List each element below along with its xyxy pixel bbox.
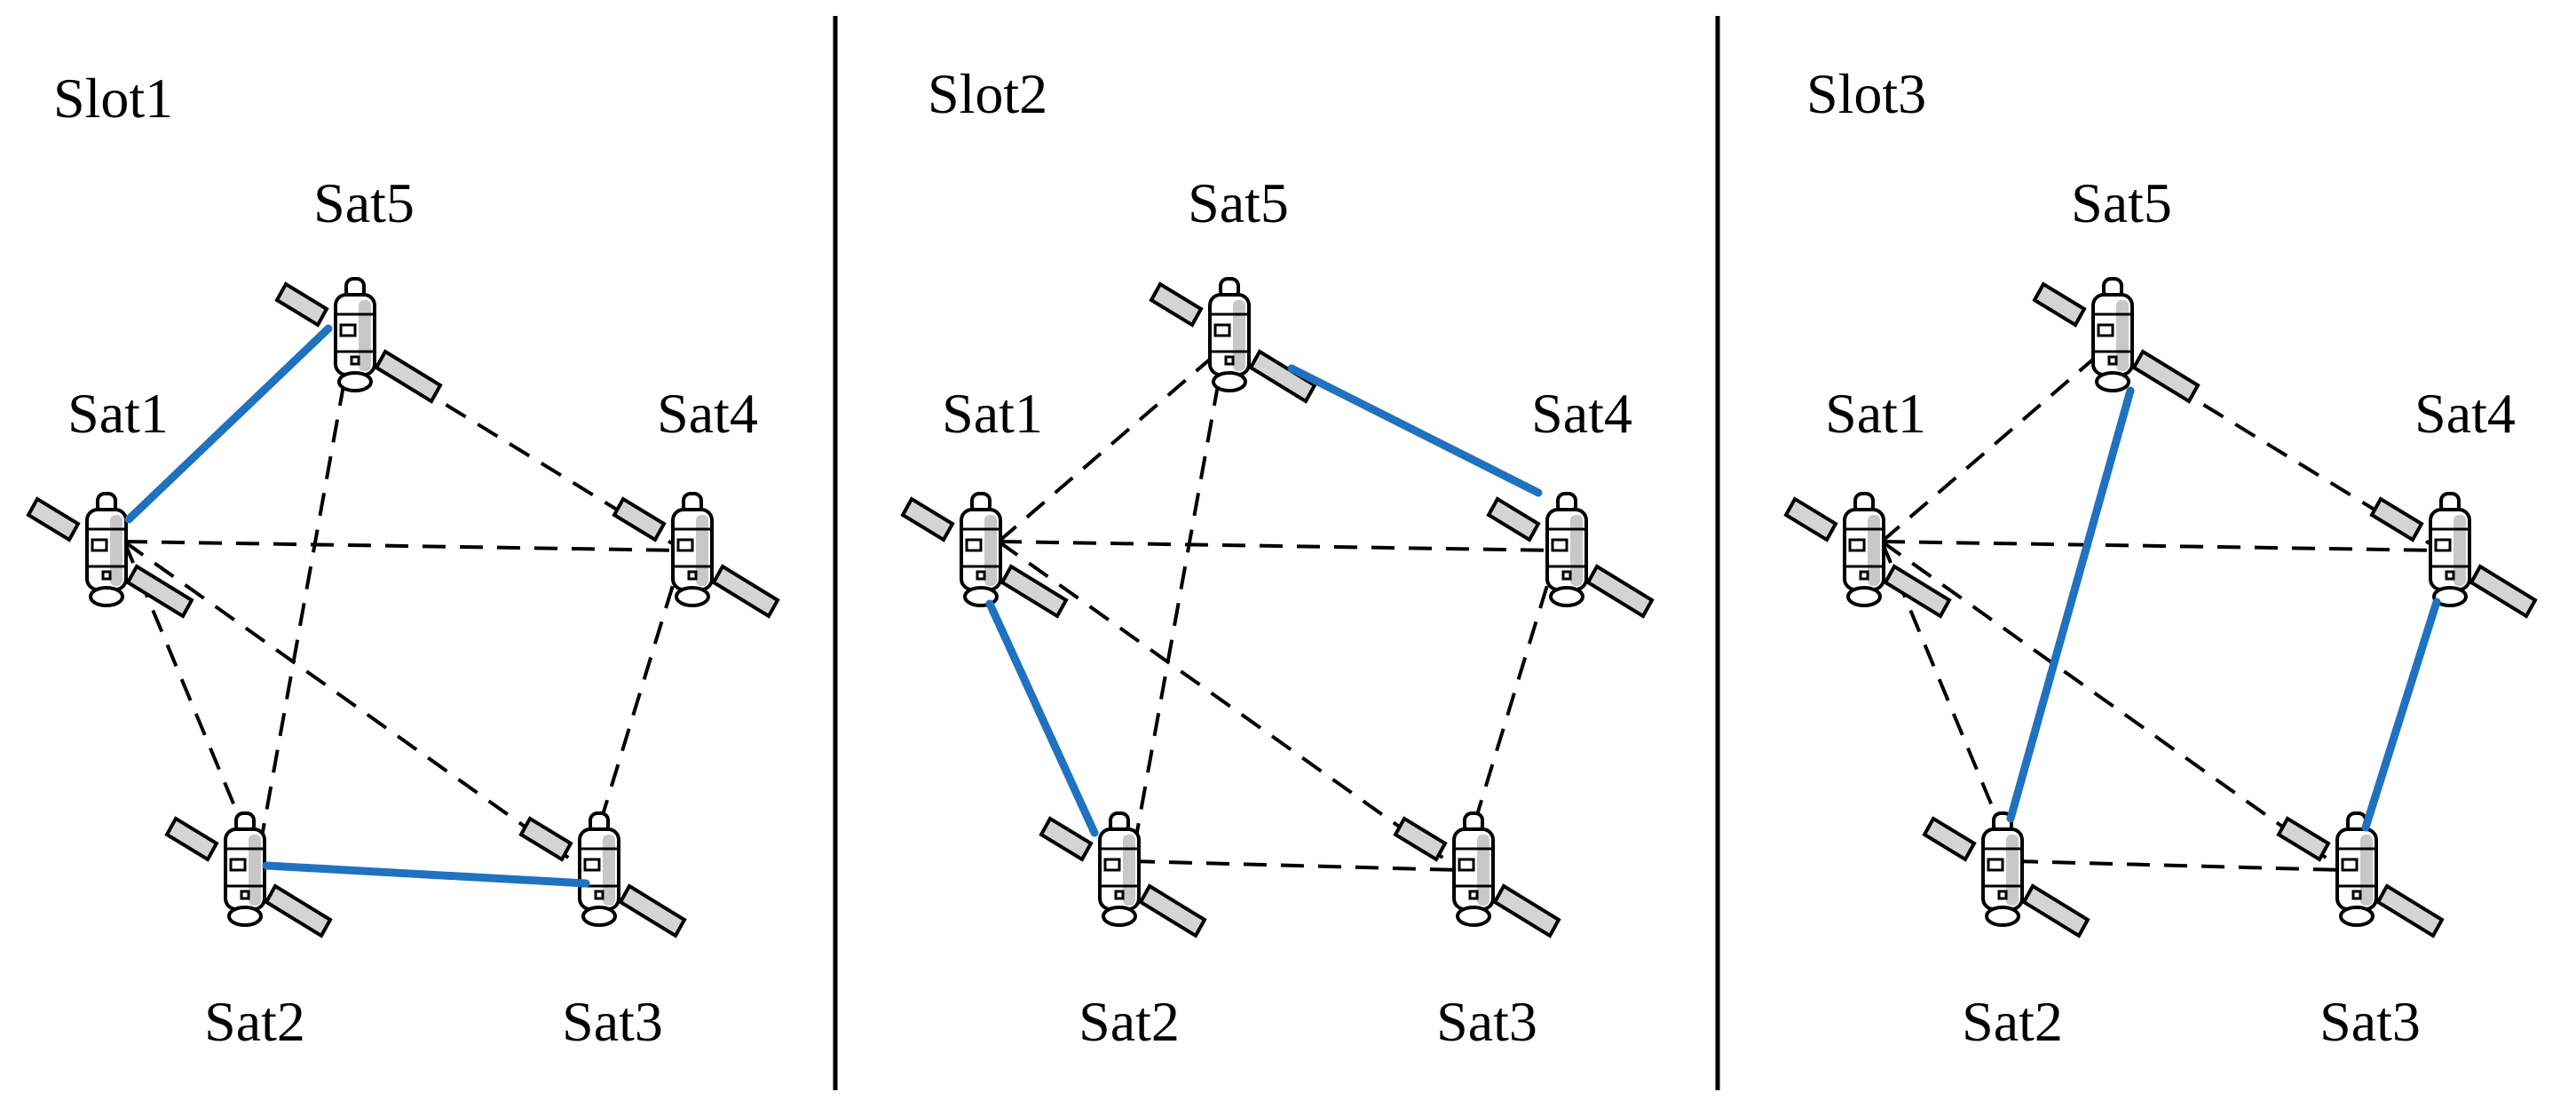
link-inactive bbox=[122, 540, 588, 872]
satellite-icon bbox=[275, 277, 442, 403]
link-inactive bbox=[2106, 344, 2443, 552]
satellite-icon bbox=[1487, 492, 1654, 618]
link-inactive bbox=[1880, 344, 2110, 543]
satellite-label: Sat4 bbox=[1531, 382, 1632, 445]
satellite-icon bbox=[2033, 277, 2200, 403]
slot-links bbox=[997, 344, 1560, 872]
link-inactive bbox=[123, 540, 684, 552]
slot-links bbox=[122, 344, 685, 872]
satellite-label: Sat1 bbox=[1825, 382, 1926, 445]
satellite-label: Sat1 bbox=[942, 382, 1043, 445]
link-inactive bbox=[1131, 859, 1461, 872]
satellite-label: Sat5 bbox=[313, 171, 415, 234]
link-active bbox=[124, 324, 333, 524]
slot-title: Slot2 bbox=[928, 62, 1047, 125]
satellite-label: Sat4 bbox=[2414, 382, 2516, 445]
satellite-icon bbox=[165, 811, 332, 938]
satellite-label: Sat5 bbox=[1188, 171, 1289, 234]
satellite-icon bbox=[2277, 811, 2444, 938]
satellite-label: Sat2 bbox=[1962, 990, 2063, 1053]
satellite-label: Sat3 bbox=[2319, 990, 2421, 1053]
satellite-icon bbox=[1150, 277, 1316, 403]
link-inactive bbox=[349, 344, 685, 552]
satellite-icon bbox=[901, 492, 1068, 618]
satellite-icon bbox=[519, 811, 686, 938]
link-inactive bbox=[997, 344, 1227, 543]
link-active bbox=[262, 861, 590, 888]
slot-title: Slot1 bbox=[53, 67, 173, 130]
link-active bbox=[2006, 386, 2135, 823]
satellite-label: Sat2 bbox=[1079, 990, 1180, 1053]
link-active bbox=[985, 599, 1099, 837]
link-inactive bbox=[998, 540, 1559, 552]
link-inactive bbox=[1881, 540, 2442, 552]
slot-links bbox=[1880, 344, 2443, 872]
satellite-icon bbox=[27, 492, 194, 618]
link-active bbox=[2361, 598, 2441, 832]
satellite-icon bbox=[1923, 811, 2090, 938]
satellite-label: Sat2 bbox=[204, 990, 305, 1053]
link-inactive bbox=[1130, 345, 1227, 862]
link-inactive bbox=[1880, 540, 2345, 872]
link-active bbox=[1287, 364, 1543, 497]
satellite-icon bbox=[1784, 492, 1951, 618]
satellite-label: Sat4 bbox=[657, 382, 758, 445]
satellite-icon bbox=[612, 492, 779, 618]
satellite-label: Sat3 bbox=[1436, 990, 1537, 1053]
satellite-label: Sat1 bbox=[67, 382, 169, 445]
link-inactive bbox=[997, 540, 1462, 872]
slot-title: Slot3 bbox=[1806, 62, 1926, 125]
satellite-label: Sat5 bbox=[2071, 171, 2172, 234]
satellite-icon bbox=[1039, 811, 1206, 938]
link-inactive bbox=[2014, 859, 2344, 872]
satellite-icon bbox=[1394, 811, 1561, 938]
satellite-label: Sat3 bbox=[562, 990, 663, 1053]
link-inactive bbox=[256, 345, 352, 862]
satellite-icon bbox=[2370, 492, 2537, 618]
